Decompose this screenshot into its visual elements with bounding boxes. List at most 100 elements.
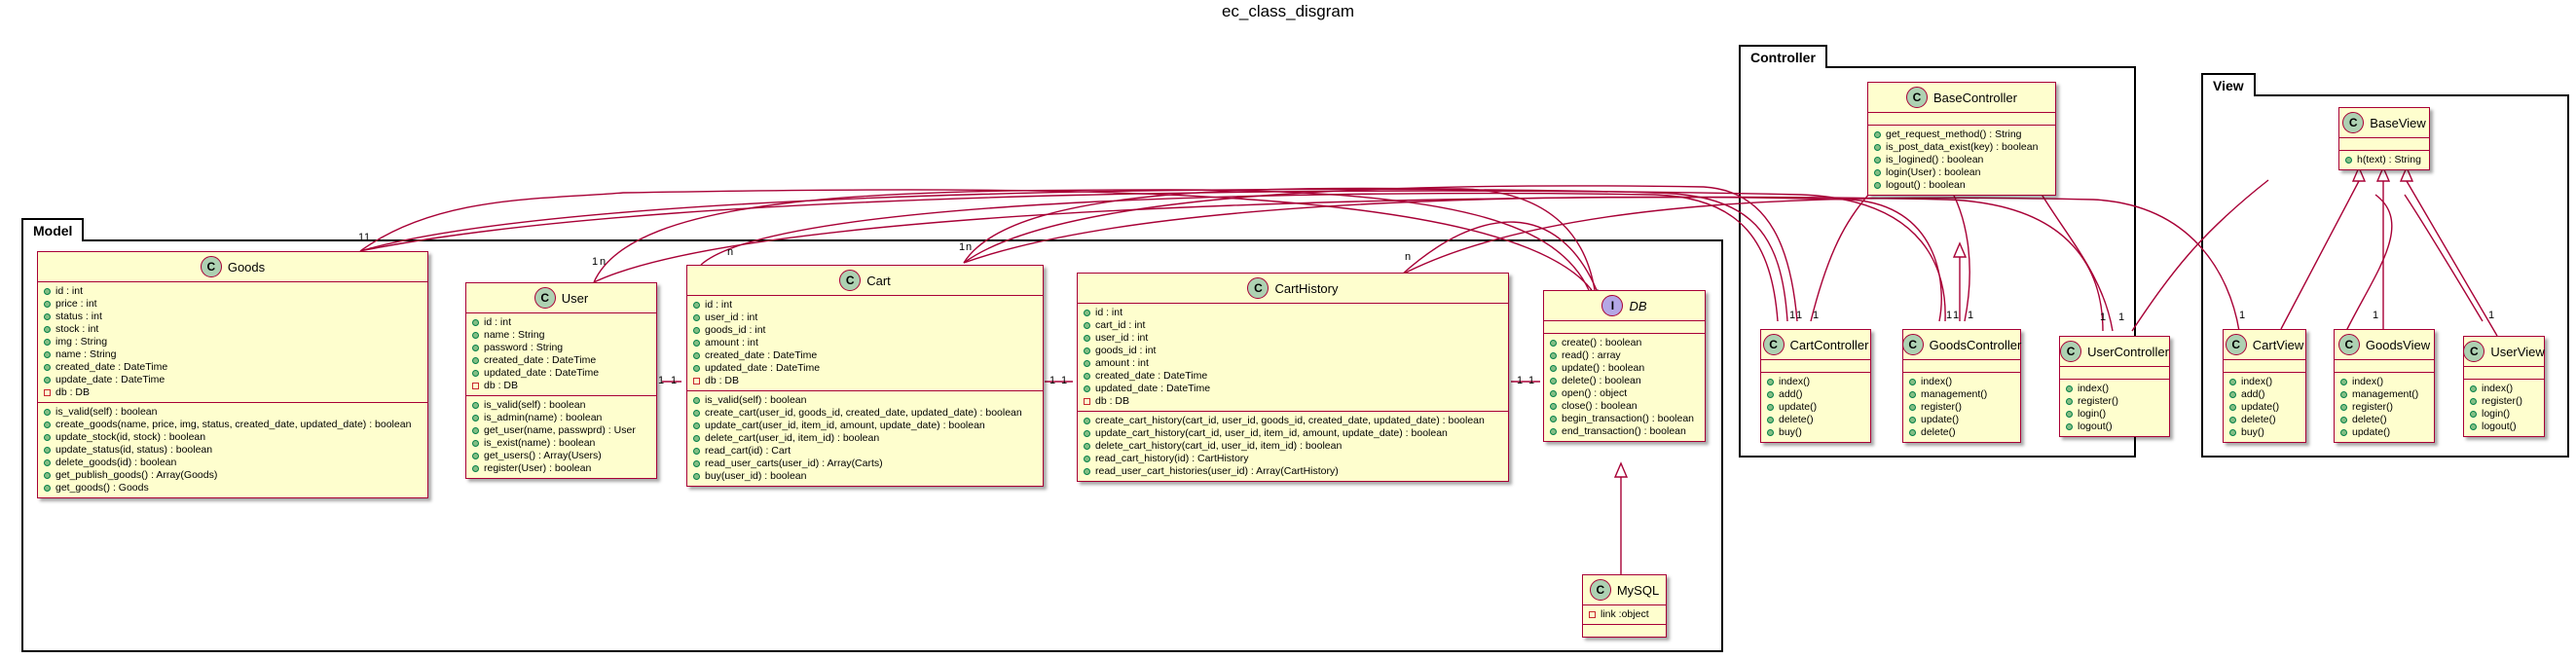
public-visibility-icon bbox=[44, 447, 51, 454]
public-visibility-icon bbox=[693, 352, 700, 359]
field-row: goods_id : int bbox=[693, 324, 1037, 337]
public-visibility-icon bbox=[44, 351, 51, 358]
public-visibility-icon bbox=[693, 397, 700, 404]
public-visibility-icon bbox=[44, 434, 51, 441]
class-name: BaseView bbox=[2370, 115, 2426, 130]
method-text: is_valid(self) : boolean bbox=[705, 394, 807, 406]
field-text: created_date : DateTime bbox=[55, 361, 168, 373]
multiplicity-label: 1 bbox=[1517, 375, 1524, 386]
field-row: created_date : DateTime bbox=[693, 349, 1037, 362]
class-name: BaseController bbox=[1933, 90, 2017, 105]
field-text: link :object bbox=[1601, 608, 1649, 620]
multiplicity-label: n bbox=[600, 256, 607, 268]
field-text: created_date : DateTime bbox=[484, 354, 597, 366]
method-row: login() bbox=[2470, 408, 2538, 421]
public-visibility-icon bbox=[1874, 131, 1881, 138]
method-text: delete_cart(user_id, item_id) : boolean bbox=[705, 432, 880, 444]
fields-section: link :object bbox=[1583, 605, 1666, 624]
field-text: name : String bbox=[484, 329, 545, 341]
public-visibility-icon bbox=[2229, 417, 2236, 423]
method-text: read_cart(id) : Cart bbox=[705, 445, 791, 457]
method-row: index() bbox=[2229, 376, 2300, 388]
method-text: logout() bbox=[2482, 421, 2517, 432]
class-badge-icon: C bbox=[200, 256, 222, 277]
method-row: get_publish_goods() : Array(Goods) bbox=[44, 469, 422, 482]
package-controller-label: Controller bbox=[1739, 45, 1827, 68]
method-text: delete_cart_history(cart_id, user_id, it… bbox=[1095, 440, 1343, 452]
public-visibility-icon bbox=[1550, 390, 1557, 397]
method-text: update() bbox=[1779, 401, 1818, 413]
field-text: user_id : int bbox=[705, 311, 758, 323]
methods-section: index()management()register()delete()upd… bbox=[2335, 372, 2434, 442]
class-badge-icon: C bbox=[2337, 334, 2360, 355]
fields-section bbox=[2335, 360, 2434, 372]
class-name: CartController bbox=[1789, 337, 1869, 352]
package-controller: Controller bbox=[1739, 45, 2136, 458]
method-text: get_goods() : Goods bbox=[55, 482, 149, 494]
method-text: delete() bbox=[2352, 414, 2387, 425]
field-text: goods_id : int bbox=[705, 324, 766, 336]
method-text: delete() bbox=[1921, 426, 1956, 438]
field-row: id : int bbox=[44, 285, 422, 298]
field-row: price : int bbox=[44, 298, 422, 311]
interface-badge-icon: I bbox=[1601, 295, 1624, 316]
method-text: logout() : boolean bbox=[1886, 179, 1966, 191]
method-text: delete() : boolean bbox=[1562, 375, 1641, 386]
multiplicity-label: 1 bbox=[1968, 310, 1974, 321]
public-visibility-icon bbox=[693, 327, 700, 334]
method-text: read_user_carts(user_id) : Array(Carts) bbox=[705, 458, 883, 469]
field-text: db : DB bbox=[705, 375, 740, 386]
method-text: management() bbox=[1921, 388, 1988, 400]
public-visibility-icon bbox=[44, 364, 51, 371]
public-visibility-icon bbox=[1084, 430, 1090, 437]
method-row: index() bbox=[2066, 383, 2163, 395]
method-row: register() bbox=[2066, 395, 2163, 408]
method-text: index() bbox=[2078, 383, 2110, 394]
multiplicity-label: 1 bbox=[1796, 310, 1803, 321]
field-row: id : int bbox=[472, 316, 650, 329]
public-visibility-icon bbox=[2470, 385, 2477, 392]
public-visibility-icon bbox=[1874, 144, 1881, 151]
public-visibility-icon bbox=[44, 313, 51, 320]
multiplicity-label: 1 bbox=[658, 375, 665, 386]
field-row: img : String bbox=[44, 336, 422, 348]
methods-section: h(text) : String bbox=[2339, 150, 2429, 169]
public-visibility-icon bbox=[1909, 404, 1916, 411]
method-text: get_users() : Array(Users) bbox=[484, 450, 602, 461]
public-visibility-icon bbox=[1550, 340, 1557, 347]
method-text: create() : boolean bbox=[1562, 337, 1642, 348]
method-text: register() bbox=[2078, 395, 2119, 407]
public-visibility-icon bbox=[2345, 157, 2352, 164]
method-text: begin_transaction() : boolean bbox=[1562, 413, 1695, 424]
method-row: open() : object bbox=[1550, 387, 1699, 400]
method-text: login() bbox=[2482, 408, 2511, 420]
public-visibility-icon bbox=[472, 345, 479, 351]
public-visibility-icon bbox=[1084, 443, 1090, 450]
method-text: get_publish_goods() : Array(Goods) bbox=[55, 469, 218, 481]
method-row: logout() bbox=[2066, 421, 2163, 433]
method-row: buy(user_id) : boolean bbox=[693, 470, 1037, 483]
public-visibility-icon bbox=[2340, 404, 2347, 411]
method-row: management() bbox=[1909, 388, 2014, 401]
field-row: link :object bbox=[1589, 608, 1660, 621]
public-visibility-icon bbox=[472, 319, 479, 326]
public-visibility-icon bbox=[693, 410, 700, 417]
method-text: delete() bbox=[1779, 414, 1814, 425]
method-row: delete_cart(user_id, item_id) : boolean bbox=[693, 432, 1037, 445]
public-visibility-icon bbox=[693, 435, 700, 442]
public-visibility-icon bbox=[693, 460, 700, 467]
class-name: GoodsController bbox=[1929, 337, 2022, 352]
public-visibility-icon bbox=[472, 402, 479, 409]
method-text: delete() bbox=[2241, 414, 2276, 425]
field-row: id : int bbox=[1084, 307, 1502, 319]
method-text: update_stock(id, stock) : boolean bbox=[55, 431, 206, 443]
method-row: register() bbox=[1909, 401, 2014, 414]
method-text: login(User) : boolean bbox=[1886, 166, 1981, 178]
